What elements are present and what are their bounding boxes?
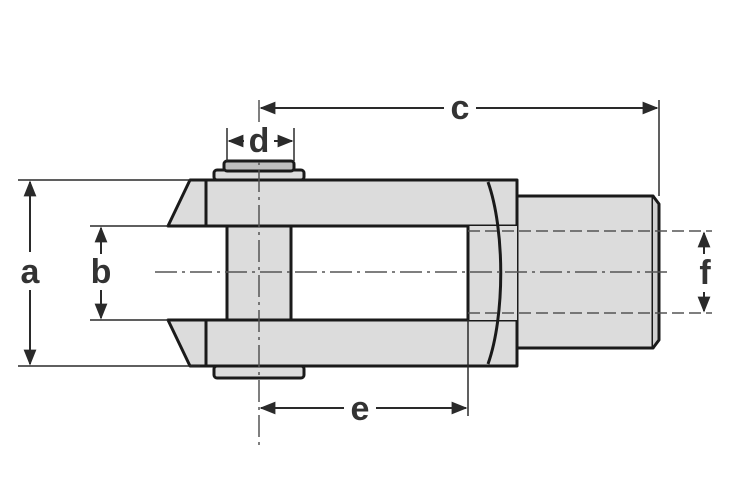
upper-fork-arm — [166, 178, 519, 228]
label-f: f — [699, 254, 711, 292]
label-d: d — [249, 122, 270, 160]
fork-base-edge — [486, 181, 503, 365]
fork-tip-bevel-top — [190, 178, 208, 226]
extension-lines — [18, 100, 660, 416]
lower-fork-arm — [166, 318, 519, 368]
label-c: c — [451, 89, 470, 127]
construction-lines — [155, 100, 712, 446]
dimension-labels: a b c d e f — [21, 89, 712, 428]
label-e: e — [351, 390, 370, 428]
fork-slot-outline — [168, 224, 470, 322]
label-b: b — [91, 253, 112, 291]
fork-slot — [170, 227, 468, 319]
clevis-body — [166, 178, 661, 368]
label-a: a — [21, 253, 41, 291]
fork-base — [468, 226, 517, 320]
